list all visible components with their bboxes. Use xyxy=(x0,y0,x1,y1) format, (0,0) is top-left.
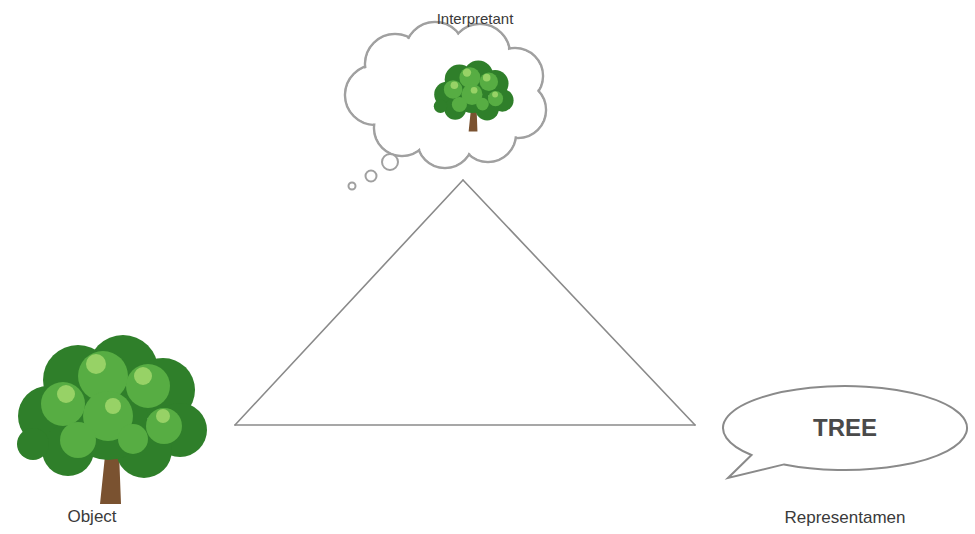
triangle-side xyxy=(235,425,695,426)
thought-bubble-part-part xyxy=(349,183,356,190)
object-node: Object xyxy=(5,330,235,530)
thought-bubble xyxy=(345,22,546,190)
triangle-side-line xyxy=(235,180,463,425)
thought-bubble-part xyxy=(349,154,399,190)
node-heading: Representamen xyxy=(745,508,945,528)
triangle-side xyxy=(235,180,463,425)
thought-bubble-part xyxy=(347,24,545,167)
triangle-side xyxy=(463,180,695,425)
node-heading: Object xyxy=(32,507,152,527)
tree-picture xyxy=(17,335,207,504)
triangle-side-line xyxy=(235,424,695,426)
thought-bubble-part-part xyxy=(366,171,377,182)
representamen-node: TREE Representamen xyxy=(695,380,970,532)
thought-bubble-part xyxy=(345,22,546,168)
thought-bubble-part-part xyxy=(382,154,398,170)
thought-bubble-part-part xyxy=(372,50,522,140)
node-heading: Interpretant xyxy=(415,10,535,27)
bubble-word: TREE xyxy=(775,414,915,442)
triangle-side-line xyxy=(463,180,695,425)
tree-picture xyxy=(434,60,514,131)
speech-bubble xyxy=(723,386,967,478)
interpretant-node: Interpretant xyxy=(330,8,570,180)
